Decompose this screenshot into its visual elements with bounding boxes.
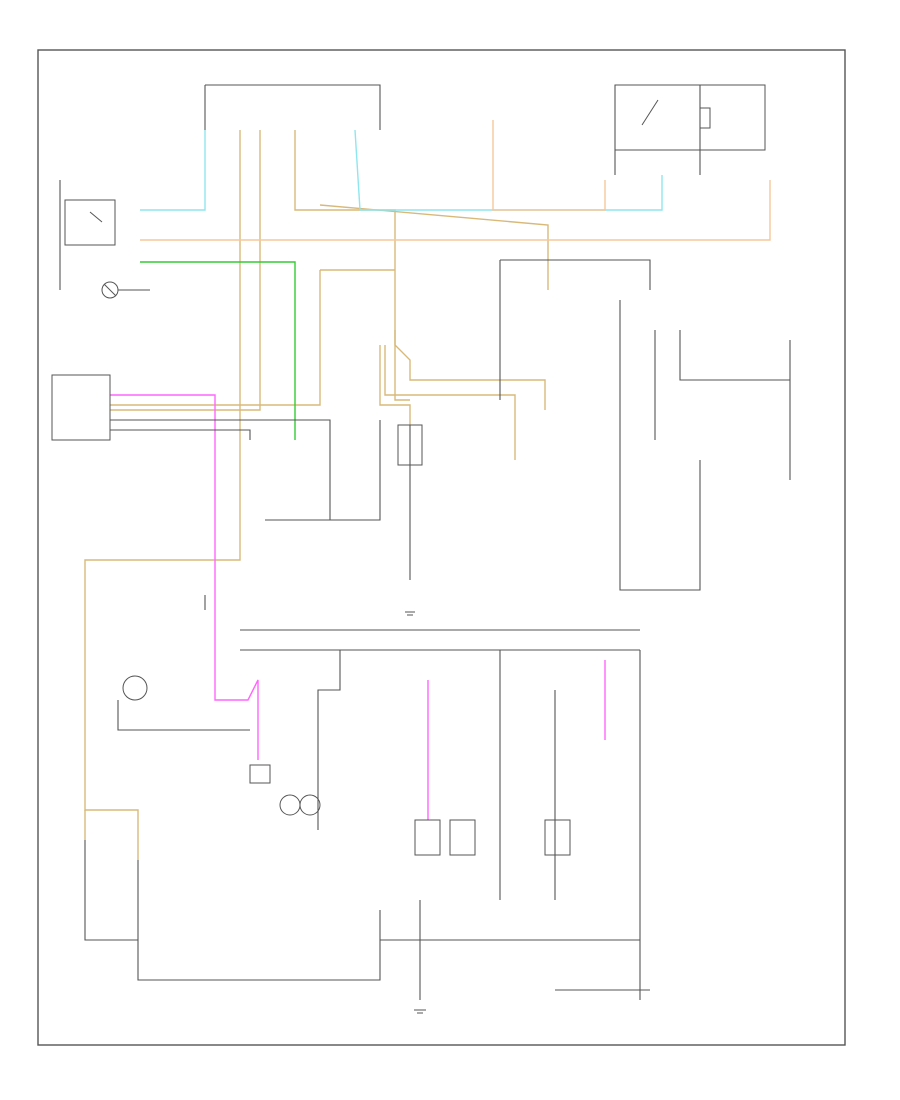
- wire-blue-1: [140, 130, 206, 211]
- wire-black-13: [679, 330, 790, 381]
- wire-black-1: [205, 84, 381, 130]
- wire-black-27: [500, 259, 651, 290]
- ground-center: [397, 424, 423, 616]
- wire-green: [140, 261, 296, 440]
- lamps-bottom-center: [414, 819, 571, 856]
- wire-tan-2: [110, 130, 261, 411]
- wire-black-22: [137, 860, 381, 981]
- wire-orange-2: [140, 180, 771, 241]
- wire-tan-8: [379, 345, 411, 425]
- black-wires: [59, 84, 791, 1000]
- relay-top-right: [614, 84, 766, 151]
- wire-pink-1: [110, 394, 259, 760]
- wire-tan-9: [319, 204, 549, 290]
- wire-tan-1: [84, 130, 241, 860]
- wire-black-21: [117, 700, 250, 731]
- wire-black-8: [330, 420, 381, 521]
- wire-tan-3: [294, 130, 410, 401]
- lamp-left: [101, 281, 150, 299]
- wire-black-7: [110, 429, 251, 440]
- wire-black-23: [84, 840, 138, 941]
- wire-black-10: [619, 300, 701, 591]
- wire-tan-7: [384, 345, 516, 460]
- ground-bottom: [414, 1009, 426, 1014]
- wire-tan-6: [394, 330, 546, 410]
- connector-left: [51, 374, 111, 441]
- wire-black-6: [110, 419, 331, 521]
- wire-orange-1: [492, 120, 606, 211]
- wire-black-17: [317, 650, 341, 830]
- motor-bottom-left: [122, 675, 321, 816]
- components: [51, 84, 766, 1014]
- colored-wires: [84, 120, 771, 860]
- switch-top-left: [64, 199, 116, 246]
- diagram-frame: [37, 49, 846, 1046]
- wire-blue-2: [354, 129, 663, 211]
- wire-tan-5: [110, 270, 321, 406]
- wire-black-3: [615, 84, 701, 175]
